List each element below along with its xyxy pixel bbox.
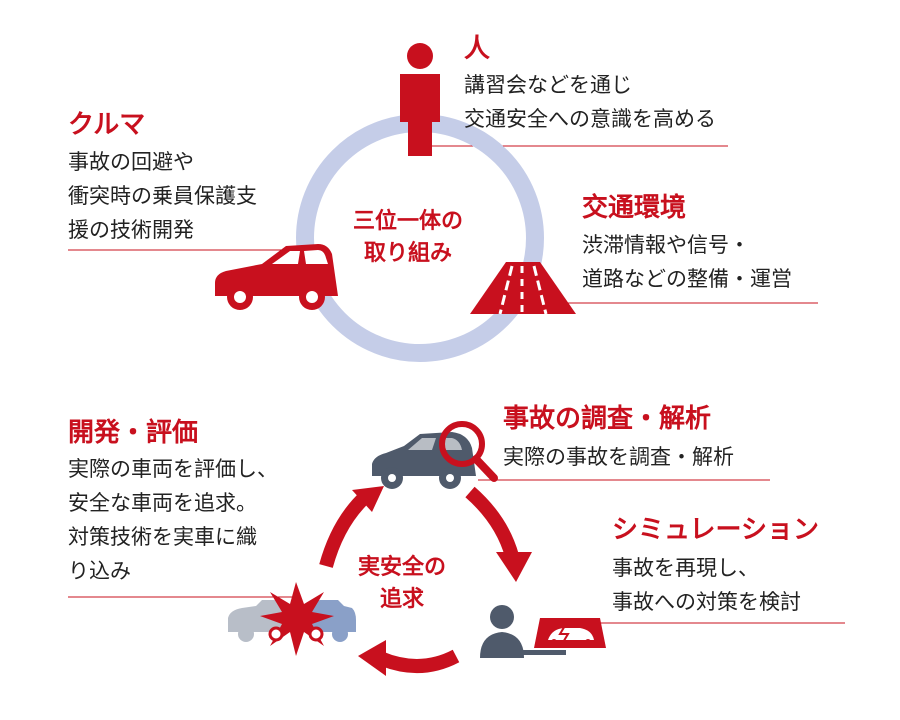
simulation-title: シミュレーション (612, 515, 819, 545)
car-title: クルマ (68, 110, 146, 140)
real-safety-center-label: 実安全の 追求 (358, 555, 447, 612)
development-description: 実際の車両を評価し、 安全な車両を追求。 対策技術を実車に織 り込み (68, 457, 278, 583)
environment-title: 交通環境 (582, 193, 687, 223)
simulation-screen-icon (534, 618, 606, 648)
cycle-arrowheads (352, 486, 532, 676)
person-description: 講習会などを通じ 交通安全への意識を高める (464, 73, 716, 131)
road-icon (470, 262, 576, 315)
investigation-title: 事故の調査・解析 (503, 404, 712, 434)
car-description: 事故の回避や 衝突時の乗員保護支 援の技術開発 (68, 150, 257, 242)
investigation-description: 実際の事故を調査・解析 (503, 445, 734, 469)
simulation-description: 事故を再現し、 事故への対策を検討 (612, 556, 801, 614)
person-title: 人 (464, 34, 491, 64)
trinity-center-label: 三位一体の 取り組み (353, 209, 464, 266)
investigation-car-icon (372, 432, 476, 489)
development-title: 開発・評価 (68, 418, 199, 448)
magnifier-icon (439, 421, 498, 482)
collision-icon (228, 582, 356, 656)
car-icon (215, 244, 338, 310)
cycle-arrows (319, 486, 519, 673)
operator-icon (480, 605, 566, 658)
environment-description: 渋滞情報や信号・ 道路などの整備・運営 (582, 233, 792, 291)
person-icon (400, 43, 440, 156)
